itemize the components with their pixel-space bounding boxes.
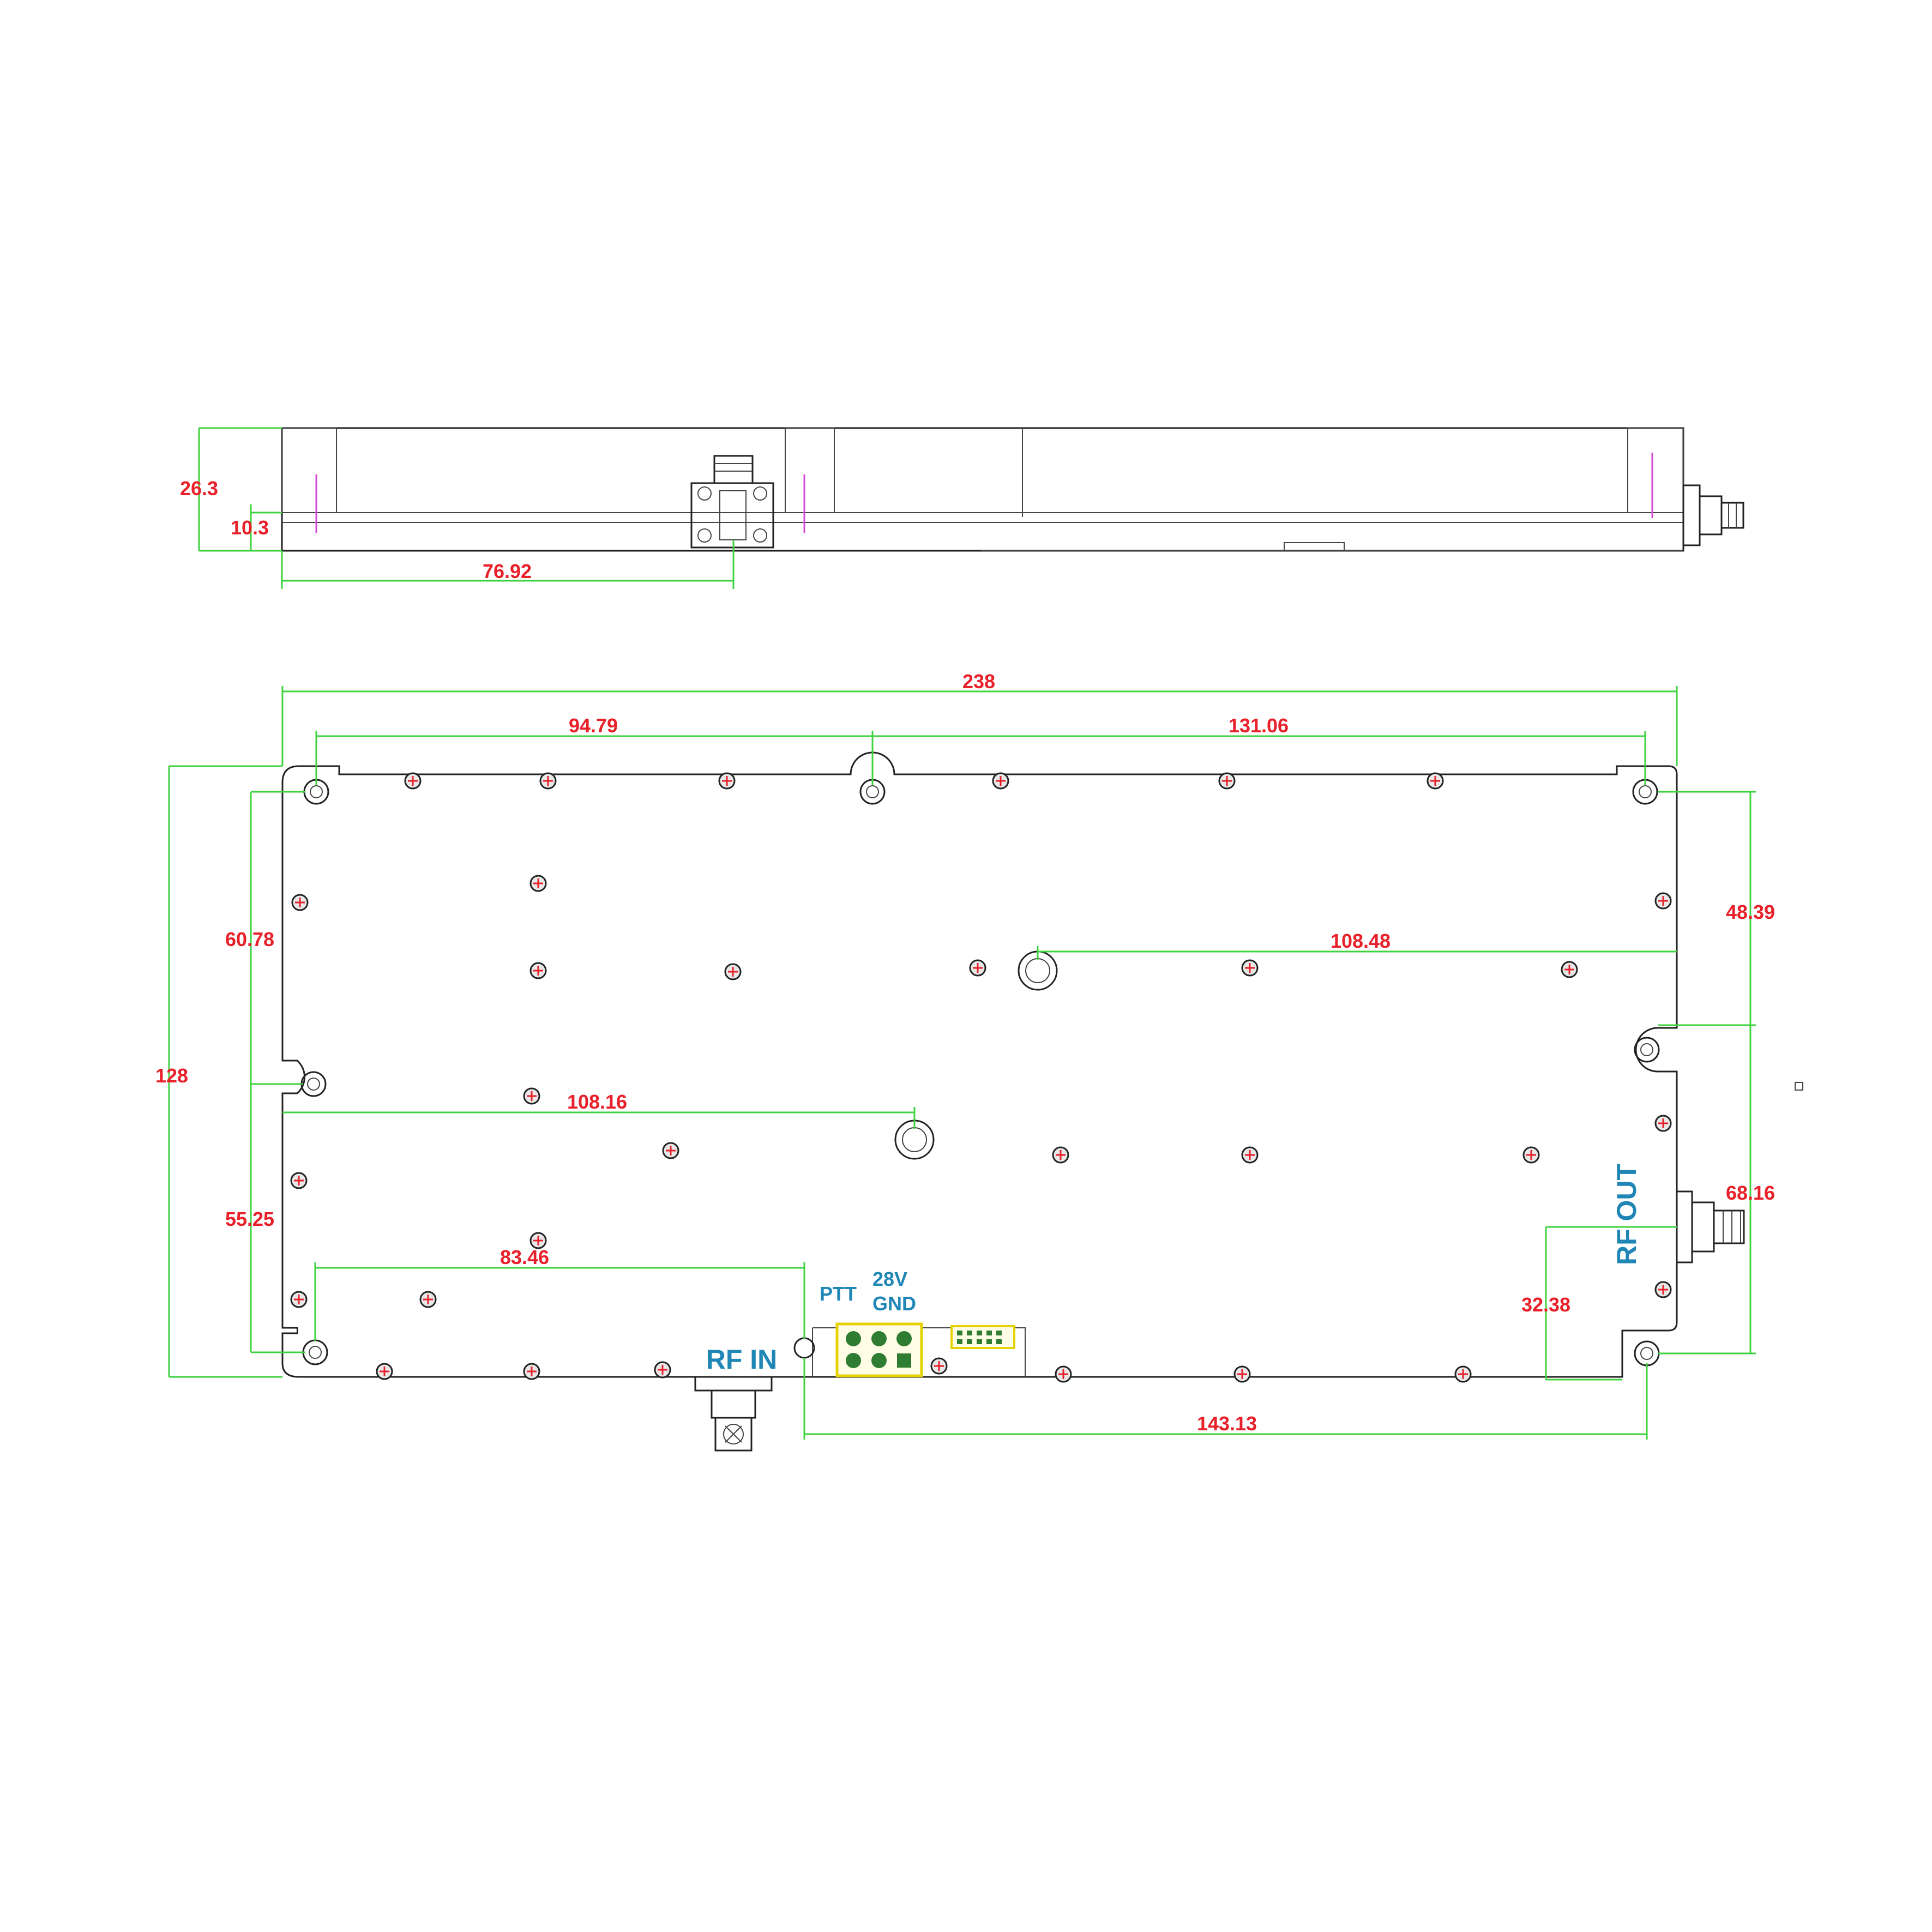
screws [290, 772, 1672, 1383]
screw [992, 772, 1009, 790]
screw [1522, 1146, 1540, 1164]
side-rf-out-connector [1682, 484, 1744, 546]
power-connector [835, 1322, 923, 1377]
screw [724, 963, 742, 980]
screw [376, 1363, 393, 1380]
side-view: 26.3 10.3 76.92 [180, 427, 1744, 589]
screw [529, 875, 547, 892]
dim-height: 128 [155, 1064, 188, 1087]
mounting-hole [302, 1339, 328, 1365]
dim-hole-offset-left: 94.79 [569, 714, 618, 737]
dim-boss-right-offset: 108.48 [1331, 930, 1391, 952]
top-view-outline [281, 751, 1678, 1378]
screw [290, 1172, 308, 1189]
28v-label: 28V [872, 1268, 907, 1290]
screw [1654, 1281, 1672, 1298]
mounting-hole [1634, 1340, 1660, 1367]
mounting-holes [300, 779, 1660, 1367]
screw [1454, 1365, 1472, 1383]
mounting-hole [793, 1337, 815, 1359]
side-rf-in-connector [690, 455, 774, 549]
marker-square [1795, 1082, 1803, 1091]
dim-width: 238 [962, 670, 995, 693]
signal-connector-outline [950, 1325, 1015, 1349]
screw [930, 1357, 948, 1375]
rf-in-label: RF IN [706, 1344, 778, 1375]
rf-in-connector [694, 1376, 773, 1452]
screw [291, 894, 309, 911]
ptt-label: PTT [820, 1283, 857, 1305]
screw [1241, 1146, 1259, 1164]
screw [1654, 1115, 1672, 1132]
screw [419, 1291, 437, 1308]
mounting-hole [1634, 1037, 1660, 1063]
screw [529, 962, 547, 979]
screw [523, 1363, 540, 1380]
dim-hole-offset-right: 131.06 [1229, 714, 1289, 737]
screw [654, 1361, 671, 1379]
screw [1654, 892, 1672, 910]
dim-right-upper-span: 48.39 [1726, 901, 1775, 923]
screw [1241, 959, 1259, 977]
dimension-lines [168, 686, 1756, 1440]
screw [290, 1291, 308, 1308]
side-view-outline [281, 427, 1684, 552]
screw [404, 772, 422, 790]
screw [718, 772, 736, 790]
screw [523, 1087, 540, 1105]
screw [1218, 772, 1236, 790]
mounting-hole [300, 1071, 327, 1097]
screw [1427, 772, 1444, 790]
screw [1561, 961, 1578, 978]
dim-connector-offset: 76.92 [483, 560, 532, 582]
dim-side-lower-height: 10.3 [231, 516, 269, 539]
dim-bottom-hole-offset: 143.13 [1197, 1412, 1257, 1435]
screw [1052, 1146, 1069, 1164]
dim-right-lower-span: 68.16 [1726, 1182, 1775, 1204]
dim-rf-out-height: 32.38 [1521, 1293, 1570, 1316]
signal-connector [950, 1325, 1015, 1349]
screw [529, 1232, 547, 1249]
screw [1055, 1365, 1072, 1383]
screw [1233, 1365, 1251, 1383]
dim-left-upper-span: 60.78 [225, 928, 274, 950]
screw [539, 772, 557, 790]
top-view: 238 94.79 131.06 128 60.78 55.25 108.48 … [155, 670, 1803, 1452]
dim-rf-in-offset: 83.46 [500, 1246, 549, 1268]
dim-left-lower-span: 55.25 [225, 1208, 274, 1230]
screw [969, 959, 986, 977]
dim-side-height: 26.3 [180, 477, 218, 499]
dim-boss-left-offset: 108.16 [567, 1091, 627, 1113]
gnd-label: GND [872, 1292, 916, 1315]
rf-out-label: RF OUT [1611, 1164, 1642, 1265]
screw [662, 1142, 679, 1159]
